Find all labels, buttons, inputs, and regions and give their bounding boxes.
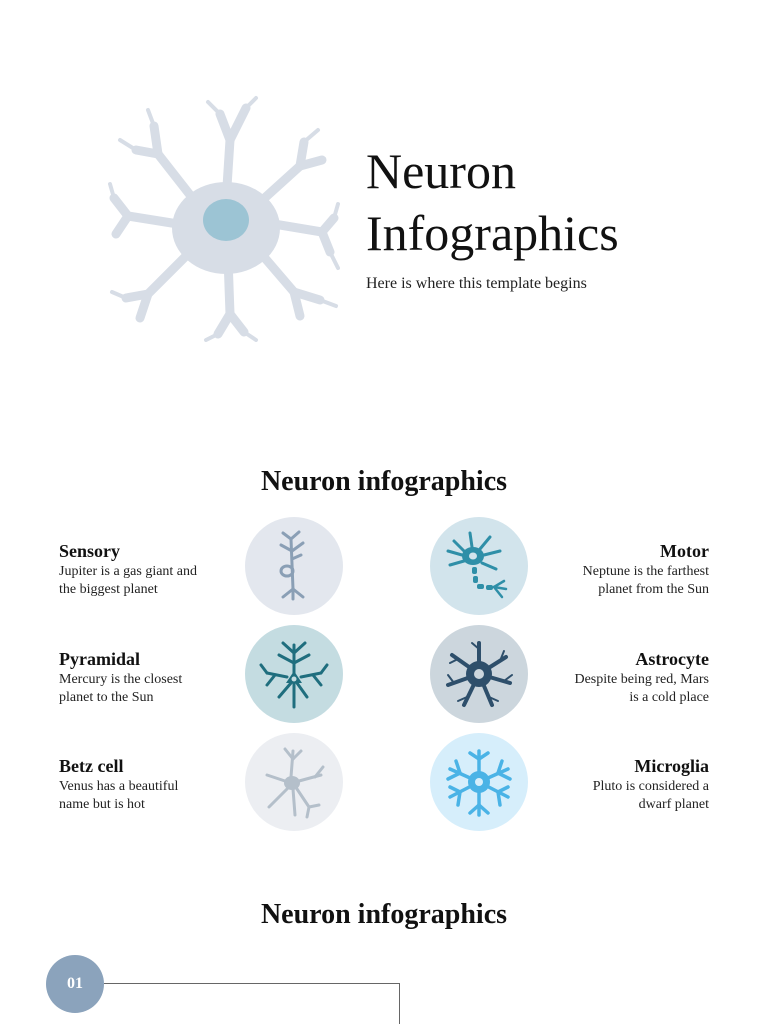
sensory-neuron-circle <box>245 517 343 615</box>
motor-neuron-circle <box>430 517 528 615</box>
hero-subtitle: Here is where this template begins <box>366 275 587 292</box>
item-title: Pyramidal <box>59 649 140 669</box>
neuron-icon <box>108 96 340 342</box>
betz-cell-icon <box>265 747 325 819</box>
astrocyte-icon <box>446 641 513 707</box>
pyramidal-neuron-circle <box>245 625 343 723</box>
item-title: Motor <box>660 541 709 561</box>
sensory-neuron-icon <box>279 530 305 601</box>
item-title: Microglia <box>634 756 709 776</box>
motor-neuron-icon <box>446 531 508 599</box>
connector-line <box>104 983 400 1024</box>
item-title: Betz cell <box>59 756 124 776</box>
item-title: Sensory <box>59 541 121 561</box>
section-title: Neuron infographics <box>260 466 508 497</box>
microglia-icon <box>446 749 512 817</box>
hero-title-line1: Neuron <box>366 143 516 199</box>
step-number-badge: 01 <box>46 955 104 1013</box>
microglia-circle <box>430 733 528 831</box>
pyramidal-neuron-icon <box>259 641 329 709</box>
hero-title-line2: Infographics <box>366 205 619 261</box>
astrocyte-circle <box>430 625 528 723</box>
hero-title: Neuron Infographics <box>366 140 619 264</box>
item-title: Astrocyte <box>635 649 709 669</box>
betz-cell-circle <box>245 733 343 831</box>
section-title-2: Neuron infographics <box>260 899 508 930</box>
